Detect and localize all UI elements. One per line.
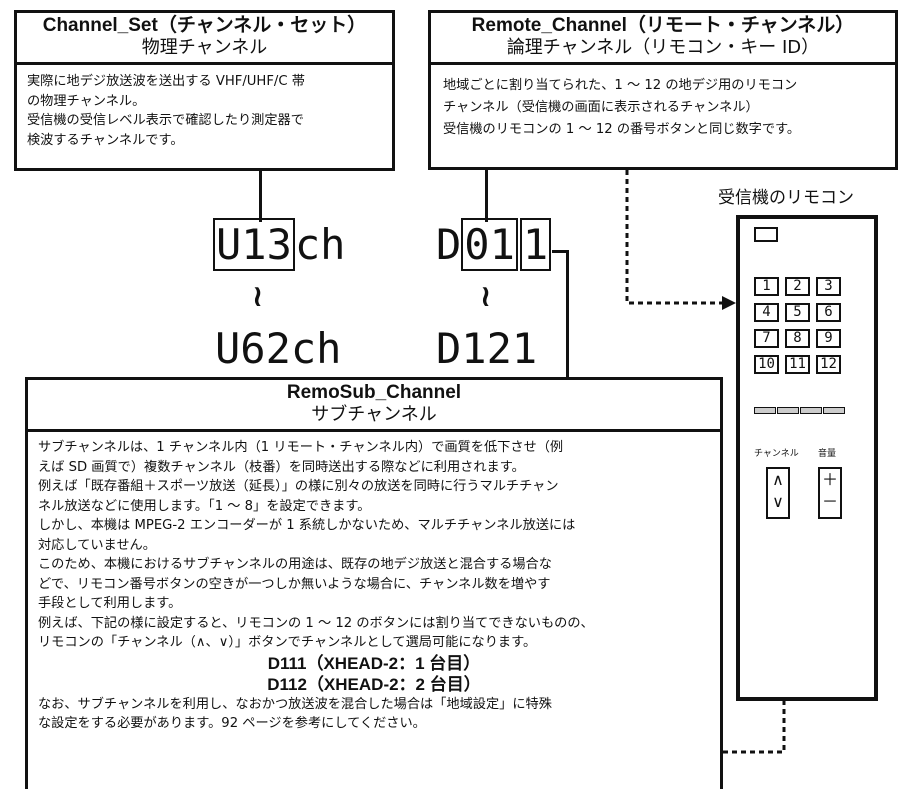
remosub-line: 例えば、下記の様に設定すると、リモコンの 1 ～ 12 のボタンには割り当てでき… bbox=[38, 615, 594, 631]
channel-set-title: Channel_Set（チャンネル・セット） bbox=[42, 15, 367, 36]
remote-button-2: 2 bbox=[785, 277, 810, 296]
remosub-line: サブチャンネルは、1 チャンネル内（1 リモート・チャンネル内）で画質を低下させ… bbox=[38, 440, 564, 455]
remosub-line: どで、リモコン番号ボタンの空きが一つしか無いような場合に、チャンネル数を増やす bbox=[38, 576, 551, 592]
remote-channel-label: チャンネル bbox=[754, 449, 799, 459]
remote-button-7: 7 bbox=[754, 329, 779, 348]
remote-button-10: 10 bbox=[754, 355, 779, 374]
remote-channel-subtitle: 論理チャンネル（リモコン・キー ID） bbox=[506, 37, 820, 58]
channel-set-box: Channel_Set（チャンネル・セット） 物理チャンネル 実際に地デジ放送波… bbox=[14, 10, 395, 171]
remote-button-8: 8 bbox=[785, 329, 810, 348]
remosub-body: サブチャンネルは、1 チャンネル内（1 リモート・チャンネル内）で画質を低下させ… bbox=[28, 432, 720, 740]
remote-ir-window bbox=[754, 227, 778, 242]
volume-plus-icon: ＋ bbox=[821, 470, 838, 489]
channel-set-line: 実際に地デジ放送波を送出する VHF/UHF/C 帯 bbox=[27, 74, 305, 89]
remote-channel-rocker: ∧ ∨ bbox=[766, 467, 790, 519]
remote-channel-line: 地域ごとに割り当てられた、1 ～ 12 の地デジ用のリモコン bbox=[443, 78, 798, 93]
remosub-line: 例えば「既存番組＋スポーツ放送（延長）」の様に別々の放送を同時に行うマルチチャン bbox=[38, 479, 559, 494]
example-d111: D111（XHEAD-2：1 台目） bbox=[267, 653, 481, 673]
u-channel-end: U62ch bbox=[215, 324, 342, 373]
remosub-footer-line: なお、サブチャンネルを利用し、なおかつ放送波を混合した場合は「地域設定」に特殊 bbox=[38, 696, 552, 712]
example-d112: D112（XHEAD-2：2 台目） bbox=[267, 674, 481, 694]
subchannel-connector-v bbox=[566, 250, 569, 378]
remote-button-1: 1 bbox=[754, 277, 779, 296]
remote-control: 1 2 3 4 5 6 7 8 9 10 11 12 チャンネル 音量 ∧ ∨ … bbox=[736, 215, 878, 701]
remosub-title: RemoSub_Channel bbox=[286, 382, 462, 403]
remote-caption: 受信機のリモコン bbox=[718, 188, 854, 208]
remosub-line: このため、本機におけるサブチャンネルの用途は、既存の地デジ放送と混合する場合な bbox=[38, 557, 552, 572]
remote-button-5: 5 bbox=[785, 303, 810, 322]
remosub-line: えば SD 画質で）複数チャンネル（枝番）を同時送出する際などに利用されます。 bbox=[38, 459, 525, 475]
channel-set-header: Channel_Set（チャンネル・セット） 物理チャンネル bbox=[17, 13, 392, 65]
d-channel-end: D121 bbox=[436, 324, 538, 373]
remosub-line: 対応していません。 bbox=[38, 537, 156, 553]
remosub-line: ネル放送などに使用します。「1 ～ 8」を設定できます。 bbox=[38, 498, 371, 514]
channel-set-body: 実際に地デジ放送波を送出する VHF/UHF/C 帯 の物理チャンネル。 受信機… bbox=[17, 65, 392, 157]
remosub-line: しかし、本機は MPEG-2 エンコーダーが 1 系統しかないため、マルチチャン… bbox=[38, 518, 576, 533]
remote-volume-rocker: ＋ － bbox=[818, 467, 842, 519]
remote-button-9: 9 bbox=[816, 329, 841, 348]
remote-color-buttons bbox=[754, 407, 845, 414]
u13-frame: U13 bbox=[213, 218, 295, 271]
volume-minus-icon: － bbox=[821, 492, 838, 511]
channel-set-connector bbox=[259, 170, 262, 222]
remote-channel-title: Remote_Channel（リモート・チャンネル） bbox=[471, 15, 855, 36]
d-range-tilde: ≀ bbox=[480, 279, 492, 314]
u-channel-start: U13ch bbox=[213, 218, 345, 271]
remosub-channel-box: RemoSub_Channel サブチャンネル サブチャンネルは、1 チャンネル… bbox=[25, 377, 723, 789]
remosub-footer-line: な設定をする必要があります。92 ページを参考にしてください。 bbox=[38, 716, 426, 731]
u-range-tilde: ≀ bbox=[252, 279, 264, 314]
remote-channel-box: Remote_Channel（リモート・チャンネル） 論理チャンネル（リモコン・… bbox=[428, 10, 898, 170]
remote-volume-label: 音量 bbox=[818, 449, 837, 459]
channel-up-icon: ∧ bbox=[772, 470, 784, 489]
remote-channel-line: 受信機のリモコンの 1 ～ 12 の番号ボタンと同じ数字です。 bbox=[443, 122, 801, 137]
remote-button-6: 6 bbox=[816, 303, 841, 322]
remote-channel-line: チャンネル（受信機の画面に表示されるチャンネル） bbox=[443, 100, 759, 115]
remote-button-3: 3 bbox=[816, 277, 841, 296]
remosub-line: 手段として利用します。 bbox=[38, 596, 182, 611]
remosub-header: RemoSub_Channel サブチャンネル bbox=[28, 380, 720, 432]
remote-button-11: 11 bbox=[785, 355, 810, 374]
remote-channel-header: Remote_Channel（リモート・チャンネル） 論理チャンネル（リモコン・… bbox=[431, 13, 895, 65]
channel-set-line: 検波するチャンネルです。 bbox=[27, 132, 184, 148]
remote-channel-connector bbox=[485, 168, 488, 222]
channel-set-subtitle: 物理チャンネル bbox=[141, 37, 268, 58]
remosub-subtitle: サブチャンネル bbox=[311, 404, 437, 425]
channel-set-line: の物理チャンネル。 bbox=[27, 93, 146, 109]
channel-down-icon: ∨ bbox=[772, 492, 784, 511]
remote-button-4: 4 bbox=[754, 303, 779, 322]
d1-frame: 1 bbox=[519, 218, 552, 271]
remote-button-12: 12 bbox=[816, 355, 841, 374]
channel-set-line: 受信機の受信レベル表示で確認したり測定器で bbox=[27, 113, 304, 128]
remosub-line: リモコンの「チャンネル（∧、∨）」ボタンでチャンネルとして選局可能になります。 bbox=[38, 635, 537, 650]
subchannel-connector-h bbox=[552, 250, 568, 253]
remote-channel-body: 地域ごとに割り当てられた、1 ～ 12 の地デジ用のリモコン チャンネル（受信機… bbox=[431, 65, 895, 151]
d01-frame: 01 bbox=[461, 218, 518, 271]
